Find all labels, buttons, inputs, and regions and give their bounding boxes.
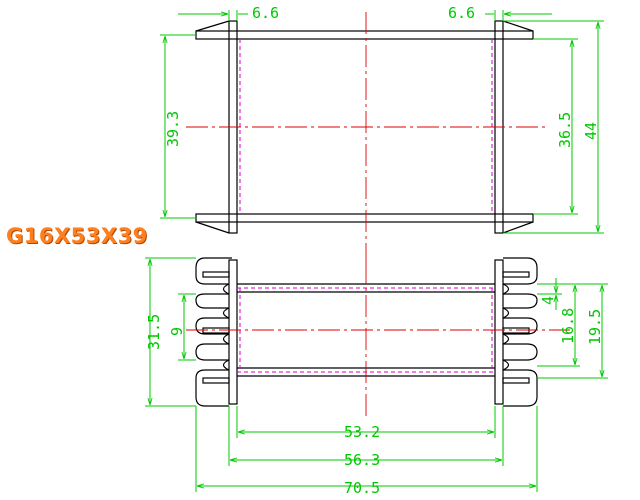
bottom-pin-right — [494, 259, 504, 405]
bottom-dimension-lines — [145, 257, 608, 492]
dim-top-left-flange: 6.6 — [252, 4, 279, 22]
part-label: G16X53X39 — [6, 224, 148, 248]
dim-left-height: 39.3 — [164, 111, 182, 147]
dim-inner-width: 53.2 — [344, 423, 380, 441]
dim-outer-height: 44 — [582, 122, 600, 140]
bottom-view — [195, 257, 538, 407]
bottom-pin-left — [228, 259, 238, 405]
top-flange-upper — [195, 30, 534, 40]
dim-top-right-flange: 6.6 — [448, 4, 475, 22]
right-comb-outline — [503, 257, 538, 407]
bottom-view-centerlines — [186, 262, 570, 418]
dim-overall-width: 70.5 — [344, 479, 380, 497]
dim-right-total: 19.5 — [586, 309, 604, 345]
dim-side-height: 31.5 — [145, 314, 163, 350]
top-flange-lower — [195, 213, 534, 223]
dim-mid-width: 56.3 — [344, 451, 380, 469]
dim-right-small: 4 — [539, 296, 557, 305]
dim-right-mid: 16.8 — [559, 308, 577, 344]
left-comb-outline — [195, 257, 232, 407]
top-view-centerlines — [186, 12, 545, 262]
top-dimension-lines — [160, 10, 604, 234]
dim-slot: 9 — [168, 327, 186, 336]
top-view-hidden-lines — [239, 39, 493, 214]
dim-inner-height: 36.5 — [556, 112, 574, 148]
